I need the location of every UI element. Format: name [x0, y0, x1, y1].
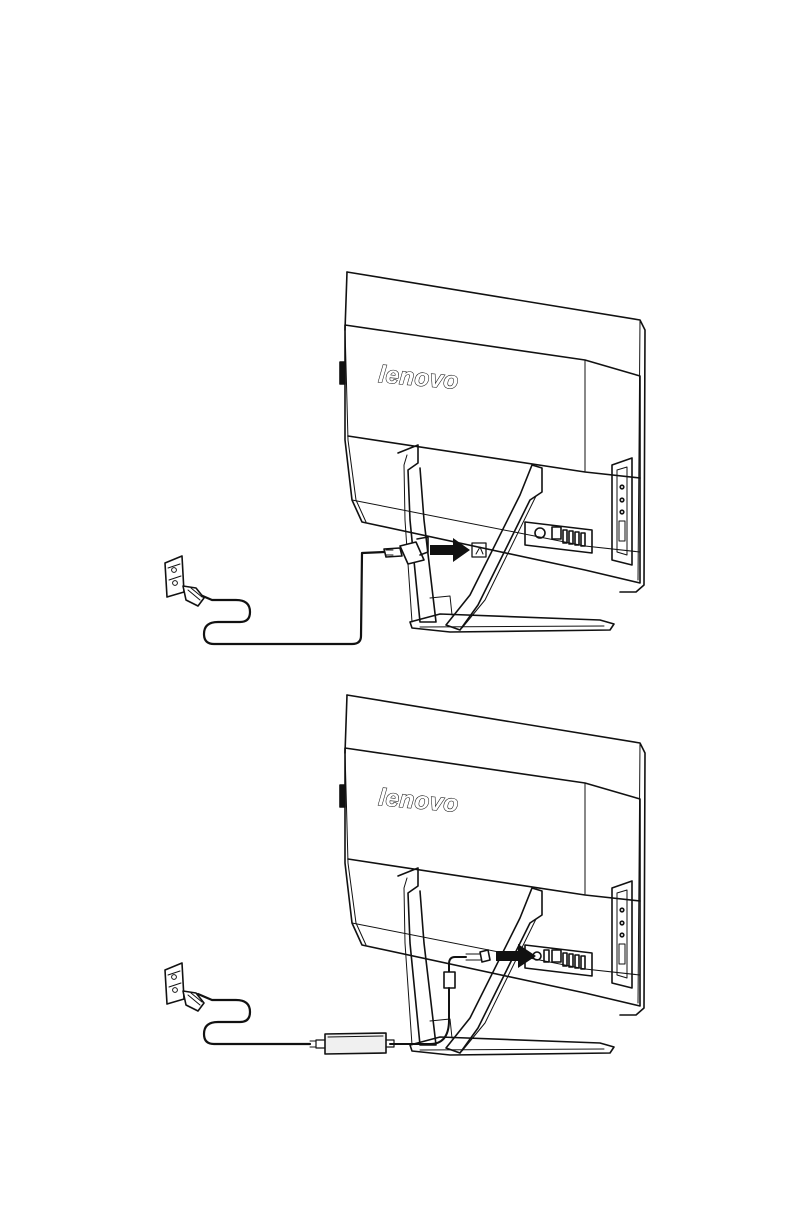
- arrow-right-icon: [496, 944, 536, 968]
- ferrite-core: [444, 972, 455, 988]
- power-cord: [198, 994, 310, 1044]
- lenovo-logo: lenovo: [377, 361, 459, 395]
- power-plug-icon: [400, 542, 424, 564]
- power-cord-figure: lenovo: [0, 0, 794, 680]
- stand-right-arm: [446, 888, 542, 1053]
- lenovo-logo: lenovo: [377, 784, 459, 818]
- power-cord-illustration: lenovo: [0, 0, 794, 680]
- stand-base: [410, 1037, 614, 1055]
- wall-outlet-icon: [165, 963, 184, 1004]
- power-cord: [198, 552, 384, 644]
- wall-outlet-icon: [165, 556, 184, 597]
- power-adapter-illustration: lenovo: [0, 680, 794, 1100]
- power-adapter-figure: lenovo: [0, 680, 794, 1100]
- dc-plug-icon: [480, 950, 490, 962]
- stand-base: [410, 614, 614, 632]
